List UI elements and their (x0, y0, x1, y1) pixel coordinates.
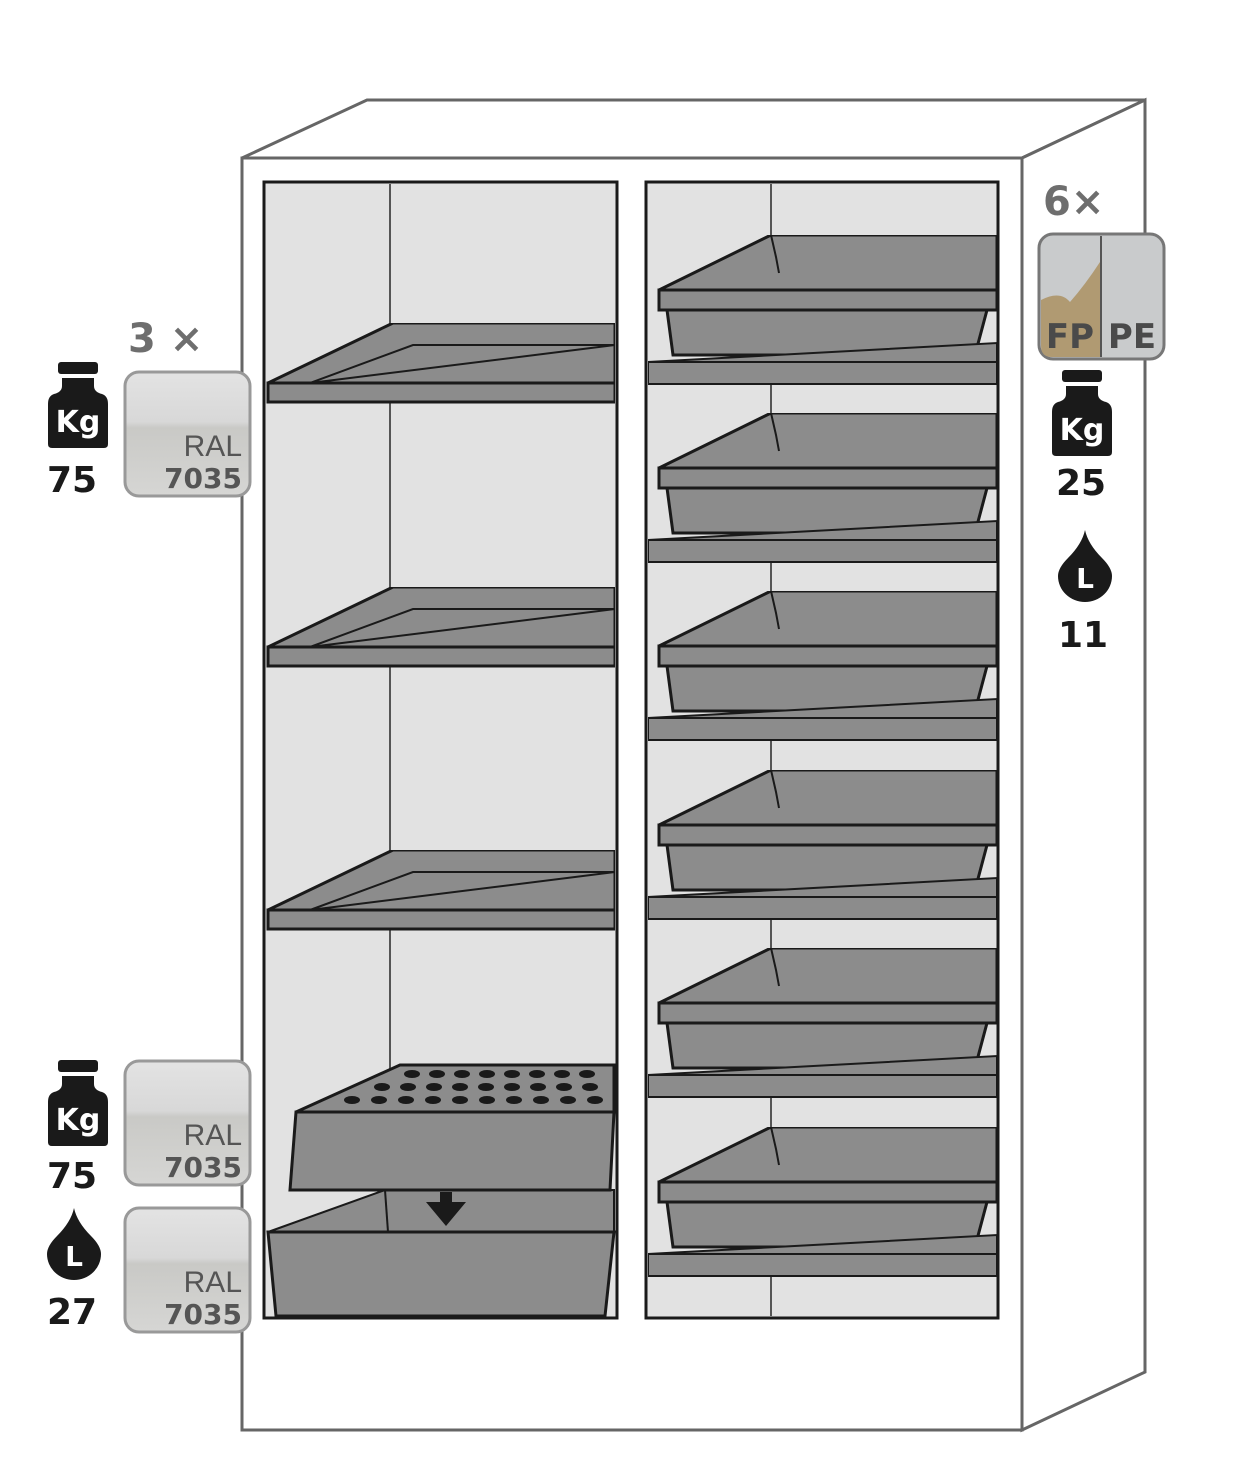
color-swatch-ral: RAL 7035 (123, 1206, 252, 1334)
material-swatch-fp-pe: FP PE (1037, 232, 1166, 361)
svg-text:Kg: Kg (56, 1103, 101, 1138)
liquid-drop-icon: L (1058, 530, 1112, 602)
arrow-down-icon (426, 1192, 466, 1226)
svg-text:L: L (1076, 562, 1094, 595)
liquid-drop-icon: L (47, 1208, 101, 1280)
svg-text:7035: 7035 (164, 1298, 242, 1331)
perforated-insert (288, 1063, 616, 1192)
weight-icon: Kg (48, 1060, 108, 1146)
svg-text:7035: 7035 (164, 1151, 242, 1184)
svg-text:Kg: Kg (56, 405, 101, 440)
color-swatch-ral: RAL 7035 (123, 370, 252, 498)
shelf-quantity: 3 × (128, 316, 203, 362)
tray-volume-l: 11 (1058, 615, 1108, 656)
tray-quantity: 6× (1043, 179, 1104, 225)
insert-load-kg: 75 (47, 1156, 97, 1197)
svg-text:RAL: RAL (184, 430, 242, 463)
svg-text:L: L (65, 1240, 83, 1273)
color-swatch-ral: RAL 7035 (123, 1059, 252, 1187)
weight-icon: Kg (48, 362, 108, 448)
weight-icon: Kg (1052, 370, 1112, 456)
svg-text:Kg: Kg (1060, 413, 1105, 448)
shelf-load-kg: 75 (47, 460, 97, 501)
svg-text:7035: 7035 (164, 462, 242, 495)
tray-load-kg: 25 (1056, 463, 1106, 504)
svg-text:RAL: RAL (184, 1266, 242, 1299)
svg-text:PE: PE (1108, 317, 1156, 357)
right-compartment (644, 180, 1000, 1320)
svg-text:RAL: RAL (184, 1119, 242, 1152)
left-compartment (262, 180, 619, 1320)
svg-text:FP: FP (1046, 317, 1094, 357)
sump-volume-l: 27 (47, 1292, 97, 1333)
